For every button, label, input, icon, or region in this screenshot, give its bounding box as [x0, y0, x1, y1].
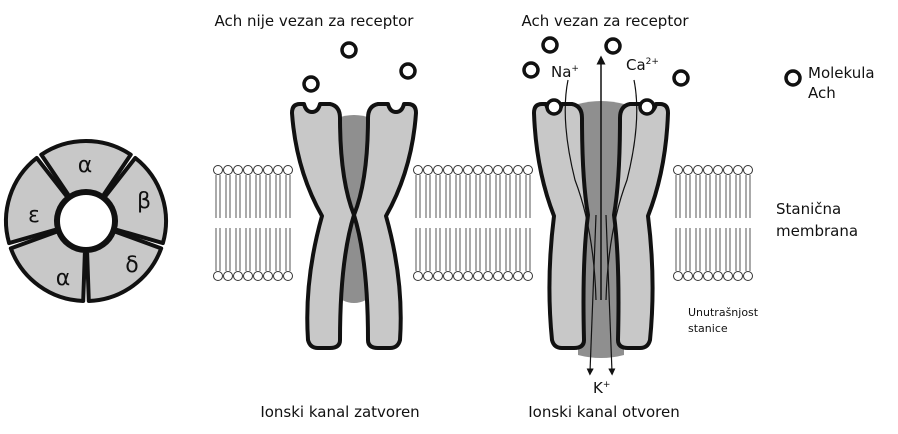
- lipid-head: [434, 166, 443, 175]
- lipid-head: [744, 166, 753, 175]
- lipid-head: [674, 272, 683, 281]
- lipid-head: [434, 272, 443, 281]
- closed-bottom-title: Ionski kanal zatvoren: [260, 403, 419, 421]
- lipid-head: [484, 272, 493, 281]
- open-channel-left-subunit: [534, 104, 588, 348]
- lipid-head: [454, 272, 463, 281]
- lipid-head: [224, 166, 233, 175]
- lipid-head: [684, 166, 693, 175]
- lipid-head: [414, 272, 423, 281]
- lipid-head: [234, 166, 243, 175]
- lipid-head: [684, 272, 693, 281]
- ion-label-k: K+: [593, 379, 610, 397]
- subunit-label-beta: β: [137, 189, 151, 214]
- lipid-head: [674, 166, 683, 175]
- lipid-head: [284, 166, 293, 175]
- lipid-head: [734, 166, 743, 175]
- lipid-head: [444, 272, 453, 281]
- lipid-head: [444, 166, 453, 175]
- open-channel-right-subunit: [614, 104, 668, 348]
- lipid-bilayer: [214, 166, 753, 281]
- lipid-head: [274, 272, 283, 281]
- ach-molecule-free: [401, 64, 415, 78]
- lipid-head: [214, 272, 223, 281]
- inside-label-line1: Unutrašnjost: [688, 306, 759, 319]
- lipid-head: [464, 272, 473, 281]
- lipid-head: [284, 272, 293, 281]
- subunit-label-alpha-top: α: [78, 153, 93, 178]
- legend-molecule-label-line2: Ach: [808, 84, 836, 102]
- lipid-head: [474, 272, 483, 281]
- closed-ion-channel: [292, 104, 416, 348]
- closed-top-title: Ach nije vezan za receptor: [215, 12, 415, 30]
- lipid-head: [474, 166, 483, 175]
- lipid-head: [214, 166, 223, 175]
- lipid-head: [424, 166, 433, 175]
- lipid-head: [734, 272, 743, 281]
- ach-molecule-free: [674, 71, 688, 85]
- lipid-head: [464, 166, 473, 175]
- lipid-head: [494, 272, 503, 281]
- ion-label-ca: Ca2+: [626, 56, 659, 74]
- lipid-head: [454, 166, 463, 175]
- lipid-head: [254, 166, 263, 175]
- lipid-head: [514, 272, 523, 281]
- lipid-head: [274, 166, 283, 175]
- lipid-head: [424, 272, 433, 281]
- lipid-head: [524, 272, 533, 281]
- membrane-label-line1: Stanična: [776, 200, 841, 218]
- lipid-head: [414, 166, 423, 175]
- lipid-head: [244, 272, 253, 281]
- lipid-head: [724, 166, 733, 175]
- lipid-head: [244, 166, 253, 175]
- lipid-head: [494, 166, 503, 175]
- subunit-label-alpha-bottom: α: [56, 266, 71, 291]
- lipid-head: [694, 166, 703, 175]
- ring-central-pore: [58, 193, 114, 249]
- lipid-head: [264, 166, 273, 175]
- ach-molecule-free: [543, 38, 557, 52]
- open-top-title: Ach vezan za receptor: [521, 12, 689, 30]
- lipid-head: [704, 166, 713, 175]
- lipid-head: [234, 272, 243, 281]
- inside-label-line2: stanice: [688, 322, 728, 335]
- ach-molecule-free: [524, 63, 538, 77]
- lipid-head: [484, 166, 493, 175]
- lipid-head: [714, 272, 723, 281]
- lipid-head: [224, 272, 233, 281]
- ach-molecule-bound: [547, 100, 561, 114]
- legend-molecule-label-line1: Molekula: [808, 64, 875, 82]
- lipid-head: [524, 166, 533, 175]
- ach-molecule-bound: [640, 100, 654, 114]
- open-bottom-title: Ionski kanal otvoren: [528, 403, 679, 421]
- ion-label-na: Na+: [551, 63, 579, 81]
- lipid-head: [504, 166, 513, 175]
- receptor-subunit-ring: α β δ α ε: [6, 141, 166, 301]
- lipid-head: [744, 272, 753, 281]
- ach-molecule-free: [342, 43, 356, 57]
- lipid-head: [514, 166, 523, 175]
- subunit-label-delta: δ: [125, 253, 138, 278]
- lipid-head: [264, 272, 273, 281]
- membrane-label-line2: membrana: [776, 222, 858, 240]
- lipid-head: [694, 272, 703, 281]
- lipid-head: [724, 272, 733, 281]
- legend-ach-molecule-icon: [786, 71, 800, 85]
- lipid-head: [254, 272, 263, 281]
- lipid-head: [504, 272, 513, 281]
- lipid-head: [714, 166, 723, 175]
- ach-molecule-free: [304, 77, 318, 91]
- ach-molecule-free: [606, 39, 620, 53]
- lipid-head: [704, 272, 713, 281]
- subunit-label-epsilon: ε: [28, 203, 40, 228]
